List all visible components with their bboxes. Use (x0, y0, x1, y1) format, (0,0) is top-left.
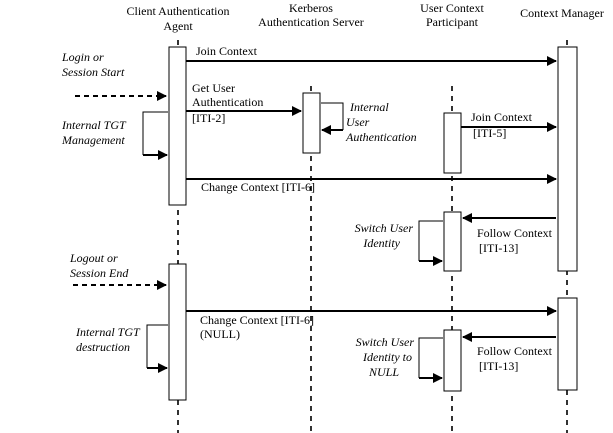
internal-auth-line-1: Internal (349, 100, 389, 114)
logout-line-1: Logout or (69, 251, 118, 265)
join-context-label: Join Context (196, 44, 258, 58)
event-tgt-management: Internal TGT Management (61, 118, 127, 147)
client-agent-line-2: Agent (163, 19, 193, 33)
join-context-iti5-line-1: Join Context (471, 110, 533, 124)
internal-auth-line-2: User (346, 115, 370, 129)
participant-user-context: User Context Participant (420, 1, 484, 29)
participant-kerberos: Kerberos Authentication Server (258, 1, 364, 29)
activation-user-context-3 (443, 329, 462, 392)
activation-context-manager-2 (557, 297, 578, 391)
context-manager-line-1: Context Manager (520, 6, 604, 20)
tgt-destroy-bracket (146, 324, 168, 368)
switch-user-line-2: Identity (362, 236, 400, 250)
event-switch-user: Switch User Identity (355, 221, 414, 250)
kerberos-line-2: Authentication Server (258, 15, 364, 29)
event-login: Login or Session Start (61, 50, 125, 79)
tgt-destroy-line-2: destruction (76, 340, 130, 354)
switch-null-line-1: Switch User (356, 335, 415, 349)
follow-context-2-line-1: Follow Context (477, 344, 553, 358)
follow-context-line-1: Follow Context (477, 226, 553, 240)
switch-user-line-1: Switch User (355, 221, 414, 235)
follow-context-line-2: [ITI-13] (479, 241, 518, 255)
activation-user-context-1 (443, 112, 462, 174)
logout-line-2: Session End (70, 266, 129, 280)
internal-auth-bracket (321, 102, 344, 130)
activation-user-context-2 (443, 211, 462, 272)
internal-auth-line-3: Authentication (345, 130, 417, 144)
tgt-mgmt-line-2: Management (61, 133, 125, 147)
login-line-1: Login or (61, 50, 104, 64)
user-context-line-1: User Context (420, 1, 484, 15)
participant-client-agent: Client Authentication Agent (127, 4, 230, 33)
client-agent-line-1: Client Authentication (127, 4, 230, 18)
activation-client-2 (168, 263, 187, 401)
participant-context-manager: Context Manager (520, 6, 604, 20)
switch-null-line-3: NULL (368, 365, 399, 379)
get-user-auth-line-1: Get User (192, 81, 235, 95)
follow-context-2-line-2: [ITI-13] (479, 359, 518, 373)
get-user-auth-line-3: [ITI-2] (192, 111, 225, 125)
event-switch-null: Switch User Identity to NULL (356, 335, 415, 379)
join-context-iti5-line-2: [ITI-5] (473, 126, 506, 140)
tgt-mgmt-line-1: Internal TGT (61, 118, 127, 132)
activation-kerberos (302, 92, 321, 154)
login-line-2: Session Start (62, 65, 125, 79)
user-context-line-2: Participant (426, 15, 479, 29)
get-user-auth-line-2: Authentication (192, 95, 263, 109)
change-context-label: Change Context [ITI-6] (201, 180, 315, 194)
activation-context-manager-1 (557, 46, 578, 272)
activation-client-1 (168, 46, 187, 206)
event-tgt-destruction: Internal TGT destruction (75, 325, 141, 354)
switch-user-bracket (418, 220, 443, 261)
tgt-mgmt-bracket (142, 111, 168, 155)
switch-null-line-2: Identity to (362, 350, 412, 364)
switch-null-bracket (418, 337, 443, 378)
change-context-null-line-2: (NULL) (200, 327, 240, 341)
kerberos-line-1: Kerberos (289, 1, 333, 15)
event-logout: Logout or Session End (69, 251, 129, 280)
change-context-null-line-1: Change Context [ITI-6] (200, 313, 314, 327)
event-internal-auth: Internal User Authentication (345, 100, 417, 144)
tgt-destroy-line-1: Internal TGT (75, 325, 141, 339)
